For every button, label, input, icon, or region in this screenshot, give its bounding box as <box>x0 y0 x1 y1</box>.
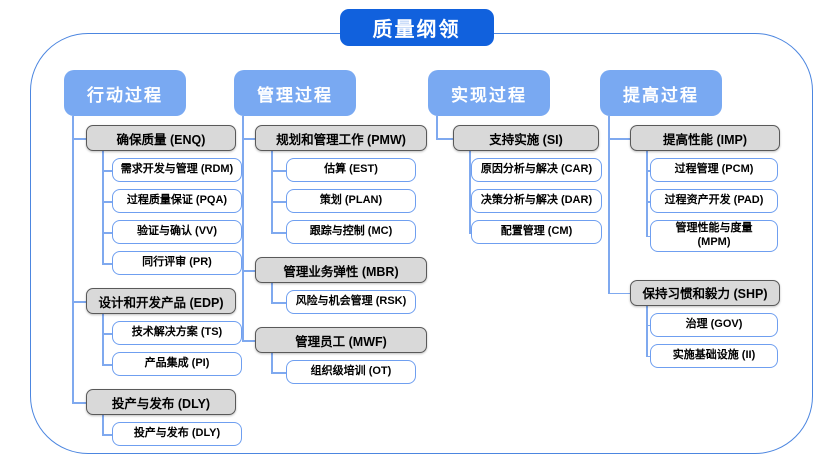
connector-line <box>242 116 244 340</box>
connector-line <box>469 201 471 203</box>
process-group: 规划和管理工作 (PMW) 估算 (EST) 策划 (PLAN) 跟踪与控制 (MC) <box>234 125 427 244</box>
leaf-node: 组织级培训 (OT) <box>286 360 416 384</box>
leaf-node: 投产与发布 (DLY) <box>112 422 242 446</box>
leaf-node: 同行评审 (PR) <box>112 251 242 275</box>
leaf-node: 配置管理 (CM) <box>471 220 602 244</box>
leaf-node: 策划 (PLAN) <box>286 189 416 213</box>
leaf-node: 过程资产开发 (PAD) <box>650 189 778 213</box>
connector-line <box>469 170 471 172</box>
connector-line <box>608 116 610 293</box>
connector-line <box>646 324 650 326</box>
connector-line <box>646 355 650 357</box>
column-header: 行动过程 <box>64 70 186 116</box>
process-group: 保持习惯和毅力 (SHP) 治理 (GOV) 实施基础设施 (II) <box>600 279 780 368</box>
column-header: 提高过程 <box>600 70 722 116</box>
leaf-node: 风险与机会管理 (RSK) <box>286 290 416 314</box>
connector-line <box>271 151 273 232</box>
connector-line <box>608 292 630 294</box>
connector-line <box>72 402 86 404</box>
leaf-node: 实施基础设施 (II) <box>650 343 778 368</box>
connector-line <box>469 232 471 234</box>
process-column-2: 实现过程支持实施 (SI) 原因分析与解决 (CAR) 决策分析与解决 (DAR) 配… <box>428 70 602 244</box>
process-group: 管理业务弹性 (MBR) 风险与机会管理 (RSK) <box>234 257 427 314</box>
group-node: 规划和管理工作 (PMW) <box>255 125 427 151</box>
column-header: 实现过程 <box>428 70 550 116</box>
connector-line <box>646 170 650 172</box>
connector-line <box>72 116 74 402</box>
connector-line <box>102 151 104 263</box>
group-node: 保持习惯和毅力 (SHP) <box>630 279 780 306</box>
connector-line <box>271 353 273 372</box>
process-group: 提高性能 (IMP) 过程管理 (PCM) 过程资产开发 (PAD) 管理性能与度量 … <box>600 125 780 252</box>
group-node: 确保质量 (ENQ) <box>86 125 236 151</box>
connector-line <box>72 301 86 303</box>
leaf-node: 过程管理 (PCM) <box>650 158 778 182</box>
connector-line <box>271 372 286 374</box>
connector-line <box>271 201 286 203</box>
process-column-3: 提高过程提高性能 (IMP) 过程管理 (PCM) 过程资产开发 (PAD) 管理性能… <box>600 70 780 368</box>
process-group: 管理员工 (MWF) 组织级培训 (OT) <box>234 327 427 384</box>
connector-line <box>102 232 112 234</box>
connector-line <box>72 138 86 140</box>
process-column-1: 管理过程规划和管理工作 (PMW) 估算 (EST) 策划 (PLAN) 跟踪与控制 … <box>234 70 427 384</box>
group-node: 设计和开发产品 (EDP) <box>86 288 236 314</box>
connector-line <box>102 415 104 434</box>
connector-line <box>436 116 438 138</box>
connector-line <box>646 151 648 236</box>
connector-line <box>646 305 648 356</box>
group-node: 管理员工 (MWF) <box>255 327 427 353</box>
connector-line <box>102 170 112 172</box>
leaf-node: 需求开发与管理 (RDM) <box>112 158 242 182</box>
leaf-node: 过程质量保证 (PQA) <box>112 189 242 213</box>
connector-line <box>271 283 273 302</box>
leaf-node: 治理 (GOV) <box>650 312 778 337</box>
leaf-node: 估算 (EST) <box>286 158 416 182</box>
connector-line <box>102 314 104 364</box>
leaf-node: 原因分析与解决 (CAR) <box>471 158 602 182</box>
leaf-node: 技术解决方案 (TS) <box>112 321 242 345</box>
connector-line <box>271 170 286 172</box>
connector-line <box>271 232 286 234</box>
leaf-node: 管理性能与度量 (MPM) <box>650 220 778 252</box>
connector-line <box>469 151 471 232</box>
process-group: 设计和开发产品 (EDP) 技术解决方案 (TS) 产品集成 (PI) <box>64 288 242 376</box>
leaf-node: 产品集成 (PI) <box>112 352 242 376</box>
connector-line <box>102 333 112 335</box>
connector-line <box>271 302 286 304</box>
column-header: 管理过程 <box>234 70 356 116</box>
connector-line <box>242 270 255 272</box>
group-node: 提高性能 (IMP) <box>630 125 780 151</box>
connector-line <box>436 138 453 140</box>
connector-line <box>242 138 255 140</box>
process-group: 支持实施 (SI) 原因分析与解决 (CAR) 决策分析与解决 (DAR) 配置管理 … <box>428 125 602 244</box>
process-group: 投产与发布 (DLY) 投产与发布 (DLY) <box>64 389 242 446</box>
connector-line <box>102 263 112 265</box>
connector-line <box>102 434 112 436</box>
connector-line <box>646 201 650 203</box>
connector-line <box>242 340 255 342</box>
group-node: 支持实施 (SI) <box>453 125 599 151</box>
connector-line <box>102 364 112 366</box>
group-node: 投产与发布 (DLY) <box>86 389 236 415</box>
leaf-node: 验证与确认 (VV) <box>112 220 242 244</box>
leaf-node: 跟踪与控制 (MC) <box>286 220 416 244</box>
group-node: 管理业务弹性 (MBR) <box>255 257 427 283</box>
process-column-0: 行动过程确保质量 (ENQ) 需求开发与管理 (RDM) 过程质量保证 (PQA) 验… <box>64 70 242 446</box>
diagram-title: 质量纲领 <box>339 9 494 46</box>
connector-line <box>102 201 112 203</box>
connector-line <box>646 235 650 238</box>
leaf-node: 决策分析与解决 (DAR) <box>471 189 602 213</box>
connector-line <box>608 138 630 140</box>
process-group: 确保质量 (ENQ) 需求开发与管理 (RDM) 过程质量保证 (PQA) 验证与确认… <box>64 125 242 275</box>
